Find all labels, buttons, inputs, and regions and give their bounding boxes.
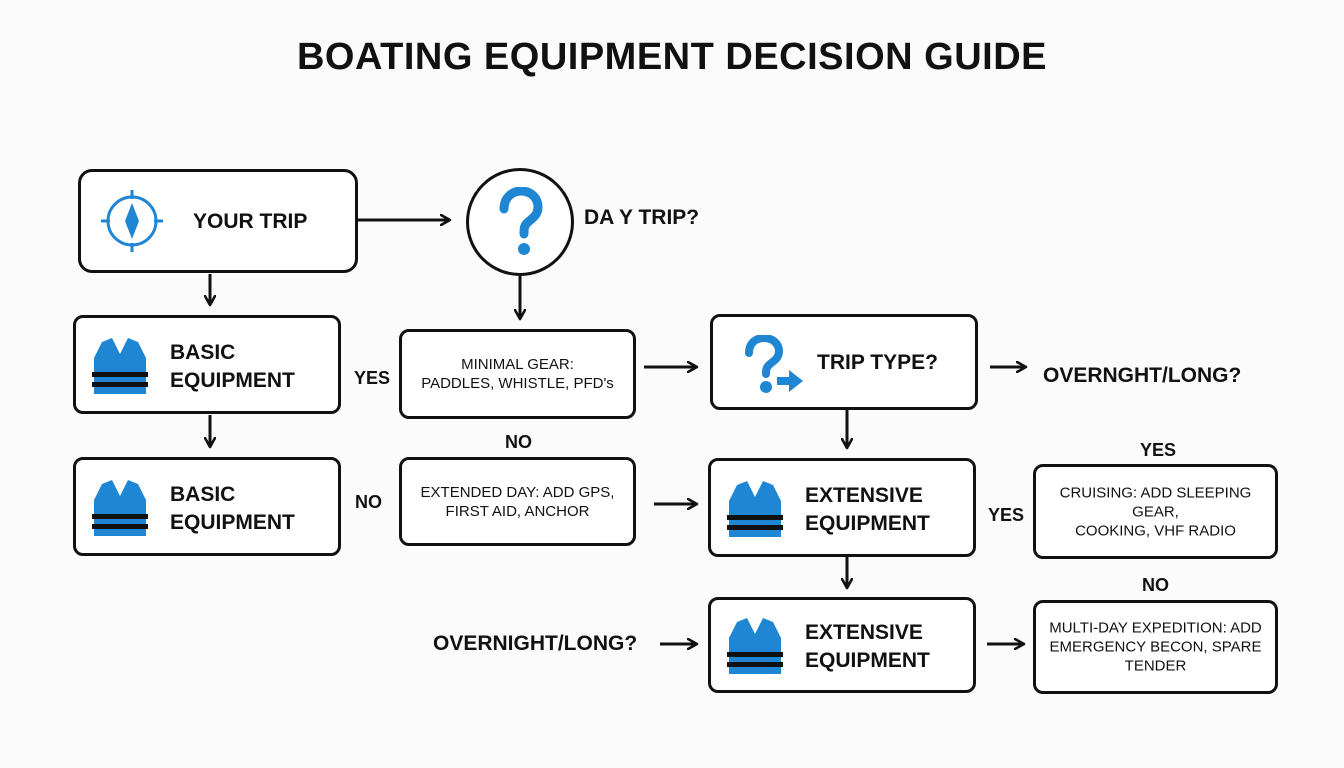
yes-label-extensive: YES <box>988 505 1025 525</box>
day-trip-label: DA Y TRIP? <box>584 206 700 229</box>
basic-equipment-label-1: BASIC EQUIPMENT <box>170 341 295 392</box>
basic-equipment-label-2: BASIC EQUIPMENT <box>170 483 295 534</box>
question-arrow-icon <box>745 335 803 393</box>
life-vest-icon <box>727 618 783 674</box>
basic-equipment-box-1: BASIC EQUIPMENT <box>73 315 341 414</box>
life-vest-icon <box>727 481 783 537</box>
yes-label-basic: YES <box>354 368 391 388</box>
extensive-equipment-box-2: EXTENSIVE EQUIPMENT <box>708 597 976 693</box>
day-trip-question-circle <box>466 168 574 276</box>
trip-type-box: TRIP TYPE? <box>710 314 978 410</box>
minimal-gear-text: MINIMAL GEAR: PADDLES, WHISTLE, PFD's <box>421 356 614 392</box>
no-label-right: NO <box>1142 575 1169 595</box>
yes-label-right-top: YES <box>1140 440 1177 460</box>
your-trip-label: YOUR TRIP <box>193 210 308 233</box>
extended-day-text: EXTENDED DAY: ADD GPS, FIRST AID, ANCHOR <box>420 483 615 520</box>
extensive-equipment-label-1: EXTENSIVE EQUIPMENT <box>805 484 930 535</box>
overnight-long-label-2: OVERNIGHT/LONG? <box>433 632 638 655</box>
life-vest-icon <box>92 480 148 536</box>
no-label-middle: NO <box>505 432 532 452</box>
extended-day-box: EXTENDED DAY: ADD GPS, FIRST AID, ANCHOR <box>399 457 636 546</box>
question-mark-icon <box>499 187 543 255</box>
no-label-basic: NO <box>355 492 382 512</box>
extensive-equipment-label-2: EXTENSIVE EQUIPMENT <box>805 621 930 672</box>
cruising-text: CRUISING: ADD SLEEPING GEAR, COOKING, VH… <box>1059 484 1252 539</box>
life-vest-icon <box>92 338 148 394</box>
cruising-box: CRUISING: ADD SLEEPING GEAR, COOKING, VH… <box>1033 464 1278 559</box>
compass-icon <box>101 190 163 252</box>
trip-type-label: TRIP TYPE? <box>817 351 938 374</box>
your-trip-box: YOUR TRIP <box>78 169 358 273</box>
page-title: BOATING EQUIPMENT DECISION GUIDE <box>296 36 1047 78</box>
minimal-gear-box: MINIMAL GEAR: PADDLES, WHISTLE, PFD's <box>399 329 636 419</box>
overnight-long-label-1: OVERNGHT/LONG? <box>1043 364 1242 387</box>
multi-day-text: MULTI-DAY EXPEDITION: ADD EMERGENCY BECO… <box>1049 619 1262 675</box>
multi-day-box: MULTI-DAY EXPEDITION: ADD EMERGENCY BECO… <box>1033 600 1278 694</box>
extensive-equipment-box-1: EXTENSIVE EQUIPMENT <box>708 458 976 557</box>
basic-equipment-box-2: BASIC EQUIPMENT <box>73 457 341 556</box>
